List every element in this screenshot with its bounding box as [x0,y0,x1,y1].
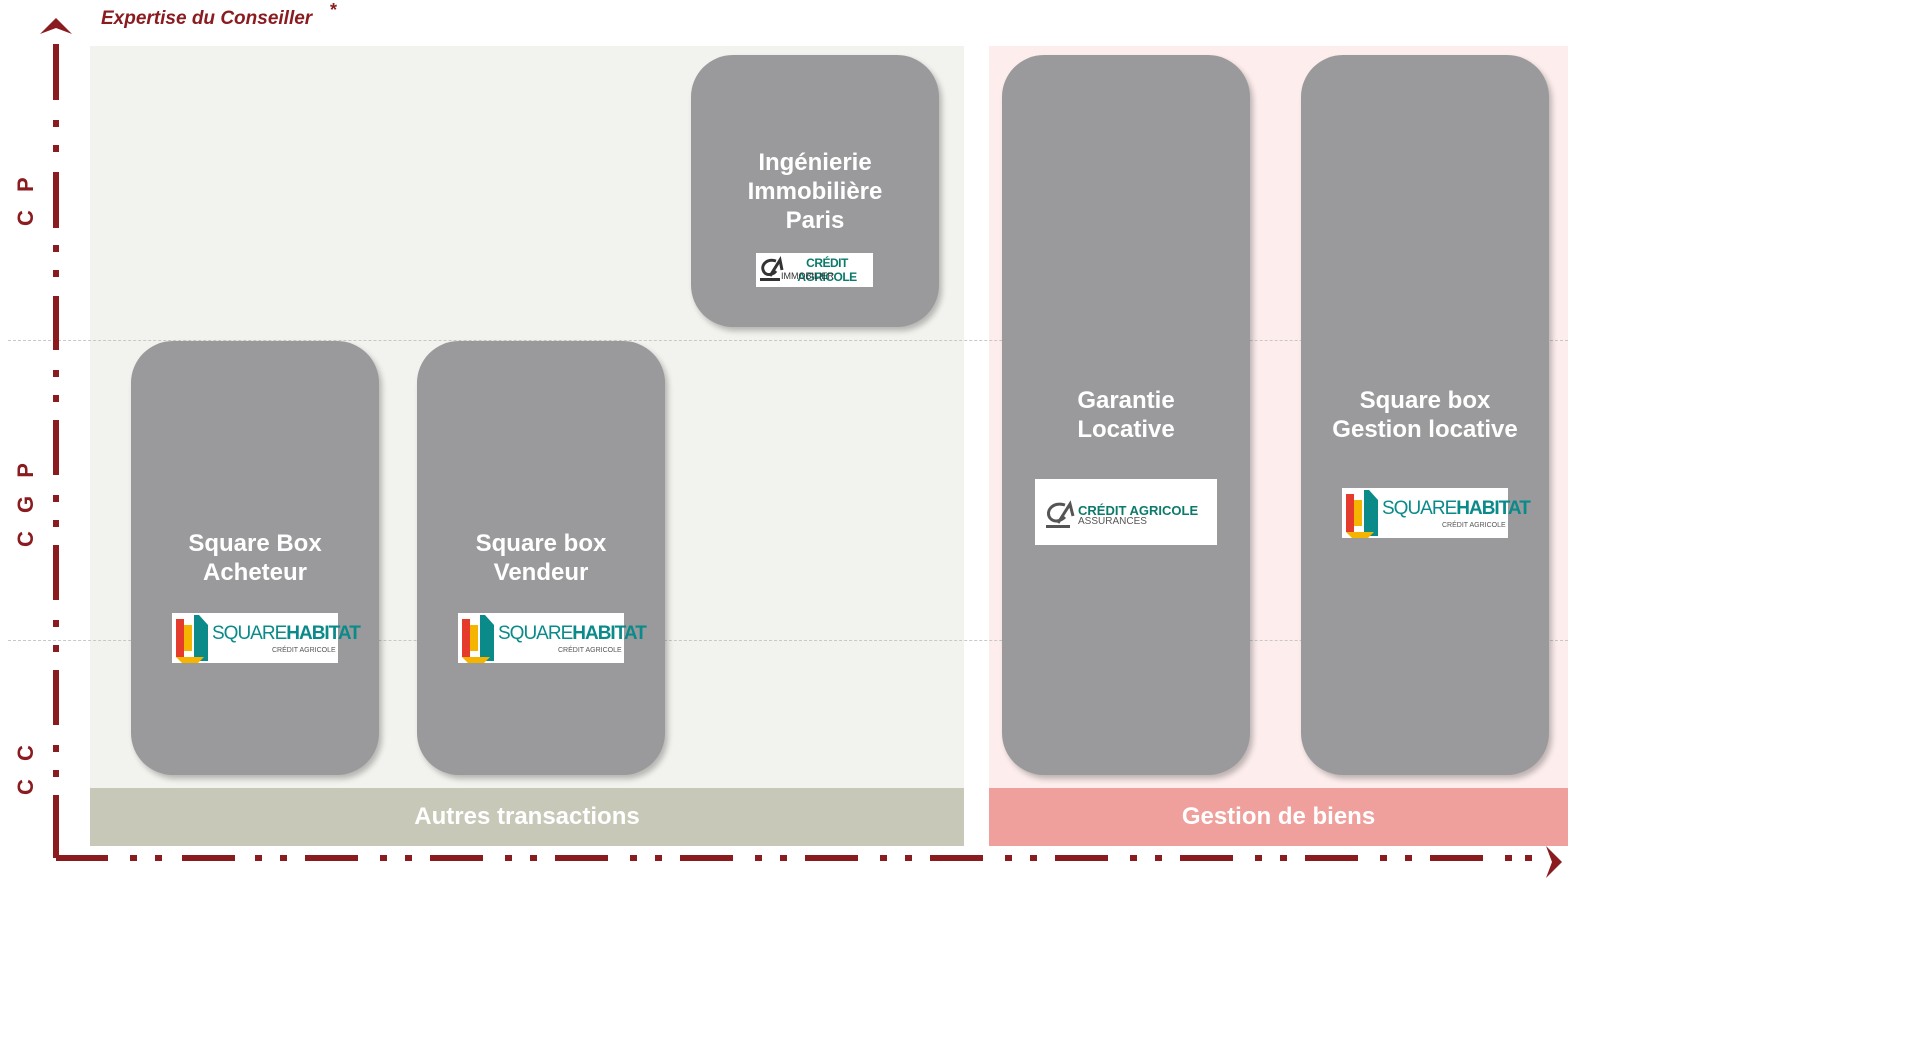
card-title: Square box Gestion locative [1301,386,1549,444]
logo-text: CRÉDIT AGRICOLE [797,256,857,284]
card-title-line: Paris [785,207,845,234]
card-title-line: Square box [1359,387,1491,414]
square-habitat-logo: SQUAREHABITAT CRÉDIT AGRICOLE [172,613,361,663]
card-title: Garantie Locative [1002,386,1250,444]
credit-agricole-immobilier-logo: CRÉDIT AGRICOLE IMMOBILIER [756,253,873,287]
square-habitat-logo: SQUAREHABITAT CRÉDIT AGRICOLE [1342,488,1531,538]
credit-agricole-assurances-logo: CRÉDIT AGRICOLE ASSURANCES [1035,479,1217,545]
square-habitat-emblem-icon [1346,490,1378,538]
level-label-cgp: C G P [13,457,38,547]
card-square-box-gestion-locative[interactable]: Square box Gestion locative SQUAREHABITA… [1301,55,1549,775]
card-title-line: Garantie [1077,387,1175,414]
card-ingenierie-immobiliere-paris[interactable]: Ingénierie Immobilière Paris CRÉDIT AGRI… [691,55,939,327]
service-matrix-diagram: Expertise du Conseiller * [8,0,1568,878]
card-square-box-vendeur[interactable]: Square box Vendeur SQUAREHABITAT CRÉDIT … [417,341,665,775]
card-garantie-locative[interactable]: Garantie Locative CRÉDIT AGRICOLE ASSURA… [1002,55,1250,775]
square-habitat-emblem-icon [462,615,494,663]
logo-text: SQUARE [1382,498,1457,519]
card-title-line: Gestion locative [1332,416,1518,443]
zone-label-gestion-de-biens: Gestion de biens [989,788,1568,846]
y-axis-line [53,44,59,858]
y-axis-title: Expertise du Conseiller [101,8,313,29]
card-title: Square box Vendeur [417,529,665,587]
card-title-line: Vendeur [493,559,589,586]
level-label-cp: C P [13,171,38,226]
logo-text: CRÉDIT AGRICOLE [1078,503,1199,518]
card-title-line: Ingénierie [758,149,872,176]
logo-text: SQUARE [212,623,287,644]
y-axis-title-asterisk: * [330,0,338,20]
card-title-line: Locative [1077,416,1175,443]
x-axis-line [56,855,1532,861]
y-axis-arrowhead [40,18,72,34]
level-label-cc: C C [13,739,38,795]
credit-agricole-emblem-icon [760,256,784,281]
zone-label-autres-transactions: Autres transactions [90,788,964,846]
card-title: Ingénierie Immobilière Paris [691,148,939,235]
logo-subtext: ASSURANCES [1078,516,1147,527]
square-habitat-logo: SQUAREHABITAT CRÉDIT AGRICOLE [458,613,647,663]
logo-subtext: CRÉDIT AGRICOLE [558,647,622,654]
logo-text-bold: HABITAT [286,623,361,644]
level-divider-cgp-cc [8,640,1568,641]
card-title-line: Square Box [188,530,322,557]
logo-text: SQUARE [498,623,573,644]
logo-text-bold: HABITAT [572,623,647,644]
credit-agricole-emblem-icon [1046,500,1075,528]
logo-subtext: CRÉDIT AGRICOLE [1442,522,1506,529]
logo-subtext: IMMOBILIER [781,271,835,281]
level-divider-cp-cgp [8,340,1568,341]
card-title-line: Immobilière [747,178,883,205]
card-title-line: Square box [475,530,607,557]
axes [40,18,1562,878]
card-title: Square Box Acheteur [131,529,379,587]
card-title-line: Acheteur [202,559,308,586]
x-axis-arrowhead [1546,846,1562,878]
logo-text-bold: HABITAT [1456,498,1531,519]
logo-subtext: CRÉDIT AGRICOLE [272,647,336,654]
card-square-box-acheteur[interactable]: Square Box Acheteur SQUAREHABITAT CRÉDIT… [131,341,379,775]
square-habitat-emblem-icon [176,615,208,663]
